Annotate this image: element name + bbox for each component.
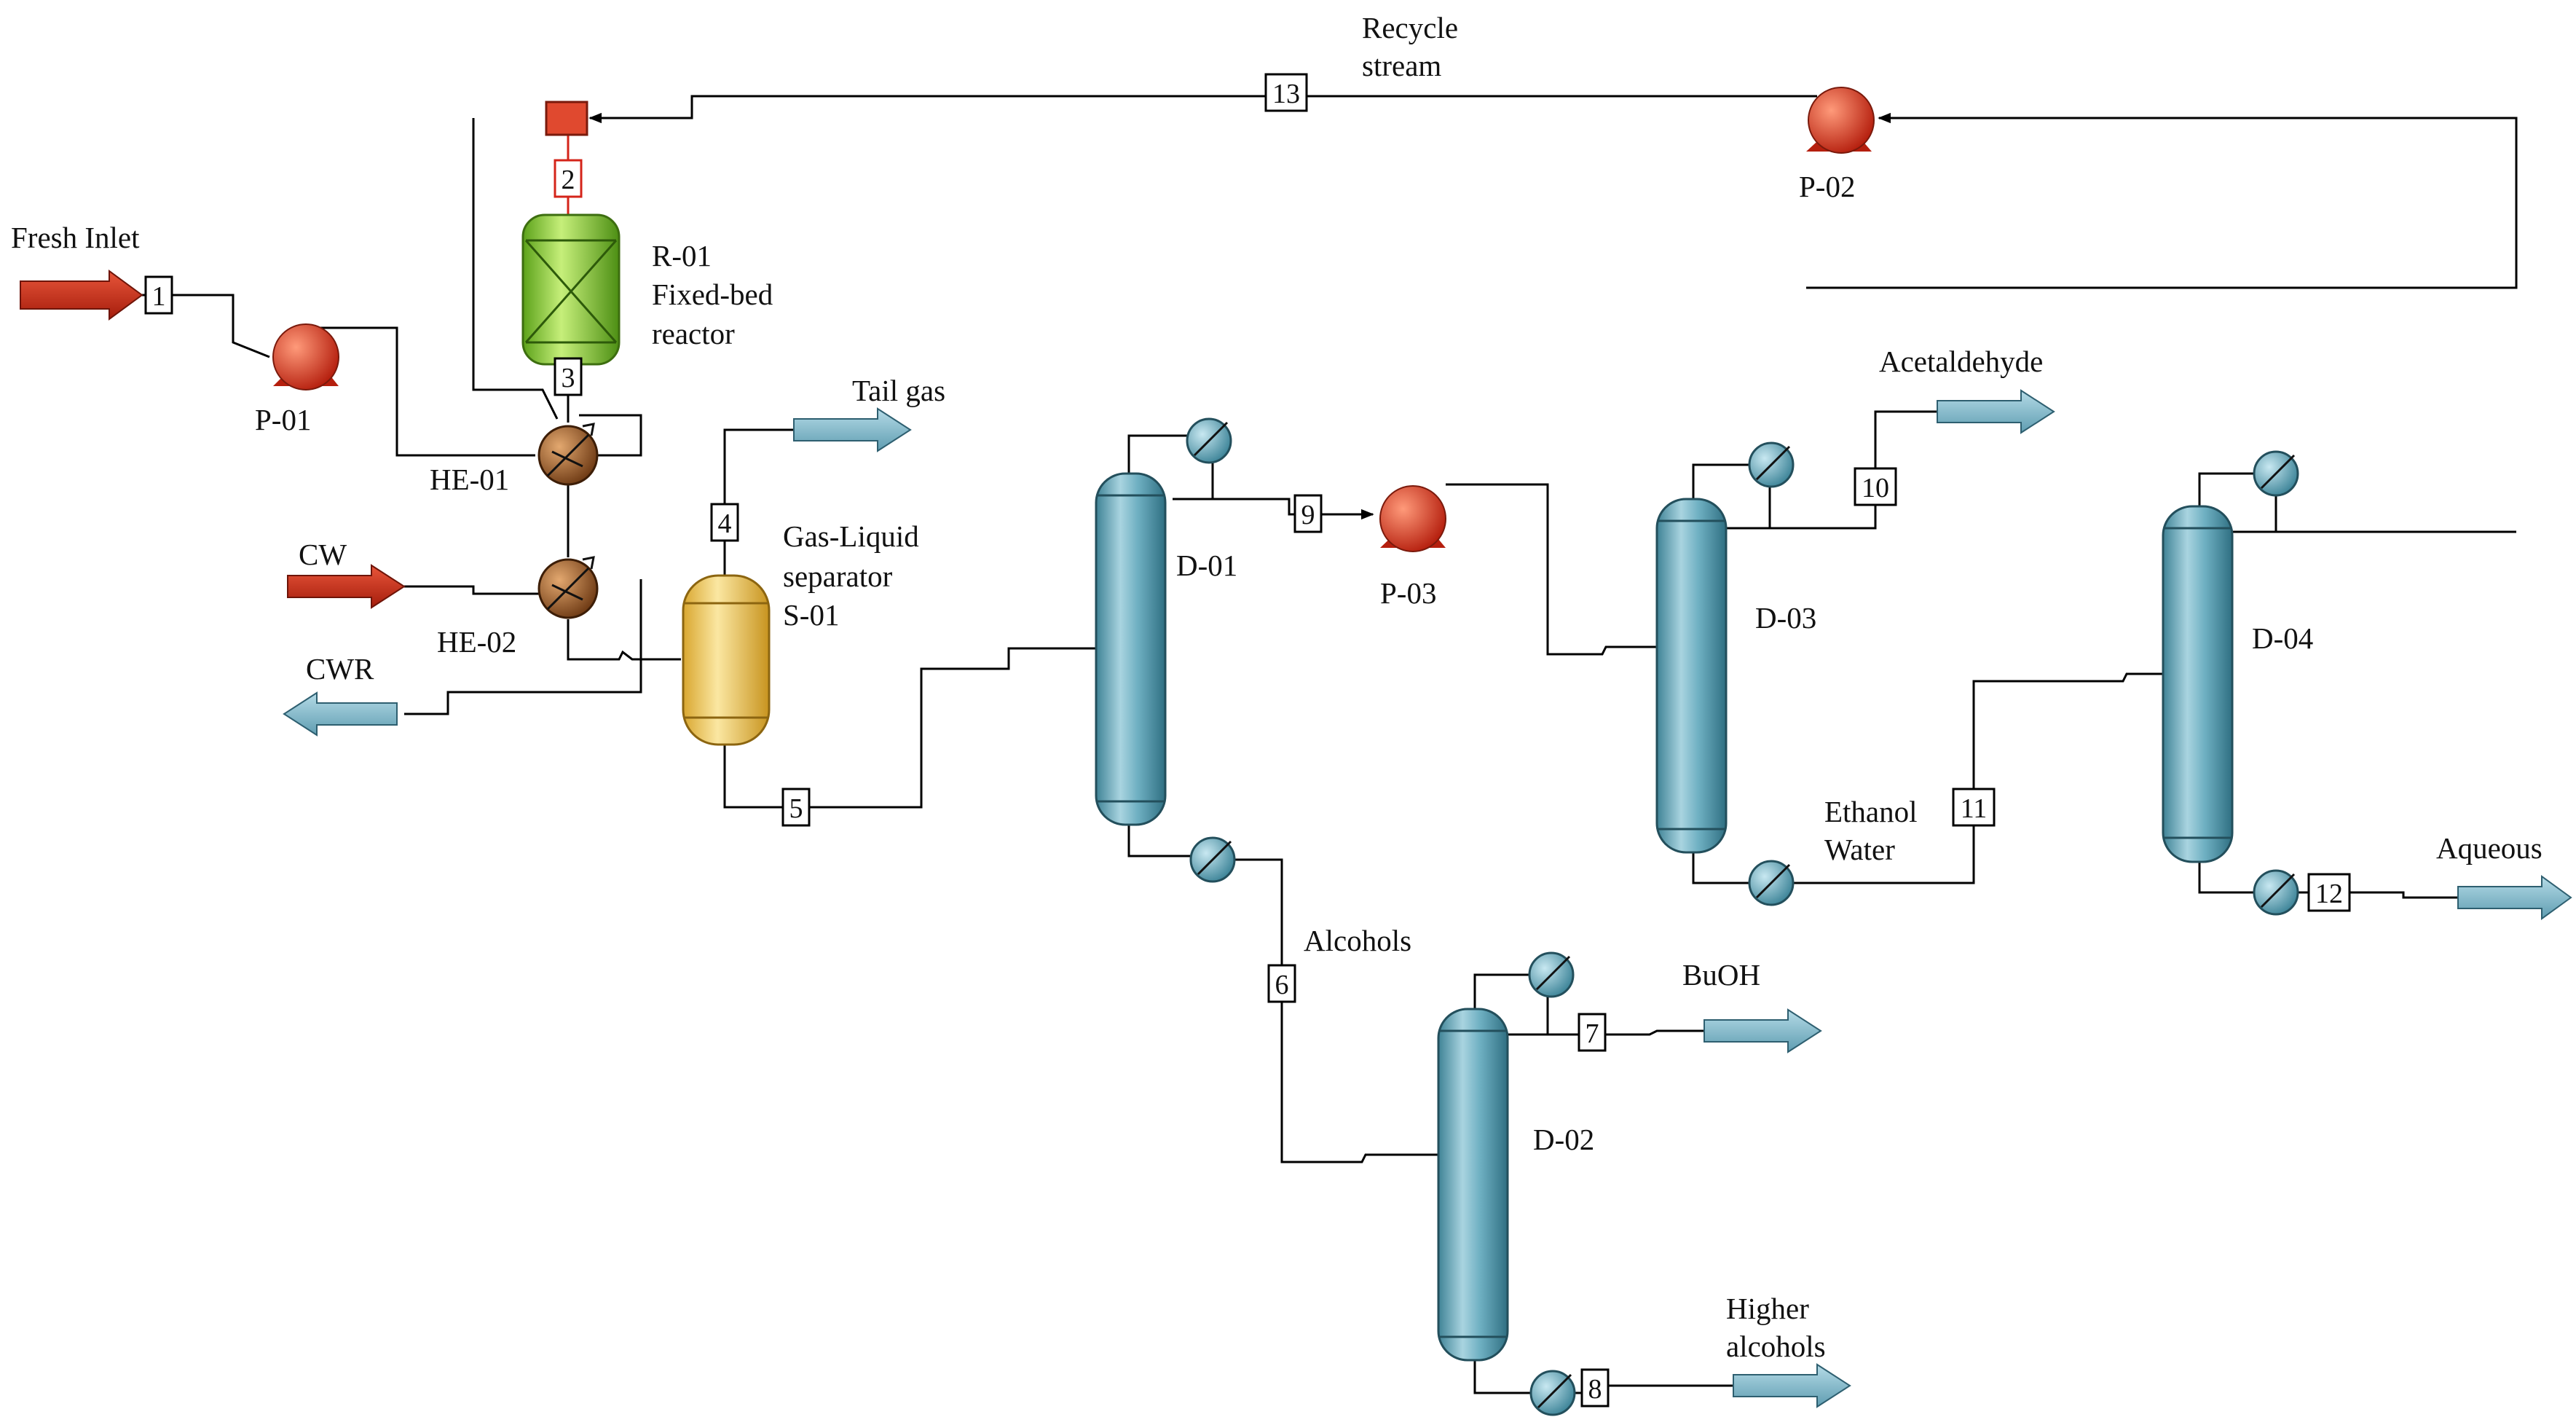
pump-p01 [272,323,339,390]
label-r01-line2: Fixed-bed [652,278,773,311]
label-d04: D-04 [2252,621,2313,655]
svg-text:5: 5 [789,793,803,824]
label-fresh-inlet: Fresh Inlet [11,221,140,254]
stream-label-1: 1 [144,275,173,315]
column-d01 [1095,472,1167,826]
column-d02 [1437,1008,1509,1362]
label-cwr: CWR [306,652,374,686]
label-s01-line1: Gas-Liquid [783,519,919,553]
feed-arrow-fresh-inlet [20,270,143,321]
svg-text:13: 13 [1272,79,1300,109]
pump-p02 [1806,87,1875,154]
product-arrow-higher-alcohols [1733,1363,1851,1408]
product-arrow-buoh [1703,1008,1822,1053]
label-cw: CW [299,538,347,571]
label-higher-alcohols-line1: Higher [1726,1292,1809,1325]
product-arrow-aqueous [2457,875,2572,920]
label-p03: P-03 [1380,576,1436,610]
label-d02: D-02 [1533,1123,1594,1156]
process-lines [142,95,2518,1394]
separator-s01 [682,574,771,746]
stream-label-11: 11 [1952,788,1996,827]
stream-label-5: 5 [781,788,811,827]
condenser-d02 [1528,951,1575,998]
column-d03 [1655,498,1728,854]
reactor-r01 [521,213,621,366]
reboiler-d02 [1529,1370,1576,1416]
label-r01-line1: R-01 [652,239,712,272]
svg-text:6: 6 [1275,970,1289,1000]
svg-text:11: 11 [1961,793,1988,824]
condenser-d01 [1186,417,1232,464]
stream-label-6: 6 [1267,964,1296,1003]
stream-label-8: 8 [1580,1368,1610,1408]
stream-label-13: 13 [1264,73,1308,112]
stream-label-10: 10 [1854,467,1897,506]
label-d01: D-01 [1176,549,1237,582]
heat-exchanger-he01 [537,423,599,486]
column-d04 [2162,505,2234,863]
svg-text:2: 2 [562,165,575,195]
label-alcohols: Alcohols [1304,924,1411,957]
label-p01: P-01 [255,403,311,436]
svg-text:9: 9 [1301,500,1315,530]
product-arrow-acetaldehyde [1937,389,2055,434]
label-p02: P-02 [1799,170,1855,203]
stream-label-2: 2 [554,159,583,198]
product-arrow-cwr [283,691,398,737]
mixer [545,101,588,136]
stream-label-12: 12 [2307,873,2351,912]
svg-text:1: 1 [152,281,166,312]
label-recycle-line2: stream [1362,49,1441,82]
svg-text:4: 4 [718,509,732,539]
product-arrow-tail-gas [793,407,912,452]
label-buoh: BuOH [1682,958,1760,992]
label-higher-alcohols-line2: alcohols [1726,1330,1826,1363]
label-water: Water [1824,833,1895,866]
reboiler-d03 [1748,860,1795,906]
label-acetaldehyde: Acetaldehyde [1879,345,2043,378]
condenser-d04 [2253,450,2299,497]
label-r01-line3: reactor [652,317,735,350]
label-s01-line3: S-01 [783,598,839,632]
reboiler-d04 [2253,869,2299,916]
svg-text:3: 3 [562,363,575,393]
heat-exchanger-he02 [537,556,599,619]
label-he01: HE-01 [430,463,509,496]
label-s01-line2: separator [783,560,893,593]
label-aqueous: Aqueous [2436,831,2542,865]
stream-label-3: 3 [554,357,583,396]
label-he02: HE-02 [437,625,516,659]
label-ethanol: Ethanol [1824,795,1918,828]
reboiler-d01 [1189,836,1236,883]
label-recycle-line1: Recycle [1362,11,1458,44]
svg-text:8: 8 [1588,1374,1602,1405]
stream-label-4: 4 [710,503,739,542]
svg-text:10: 10 [1862,473,1889,503]
label-d03: D-03 [1755,601,1816,635]
svg-text:12: 12 [2315,879,2343,909]
svg-text:7: 7 [1586,1018,1599,1049]
feed-arrow-cw [287,564,406,609]
label-tail-gas: Tail gas [852,374,945,407]
pump-p03 [1379,485,1446,552]
stream-label-9: 9 [1293,494,1323,533]
stream-label-7: 7 [1577,1013,1607,1052]
condenser-d03 [1748,441,1795,488]
